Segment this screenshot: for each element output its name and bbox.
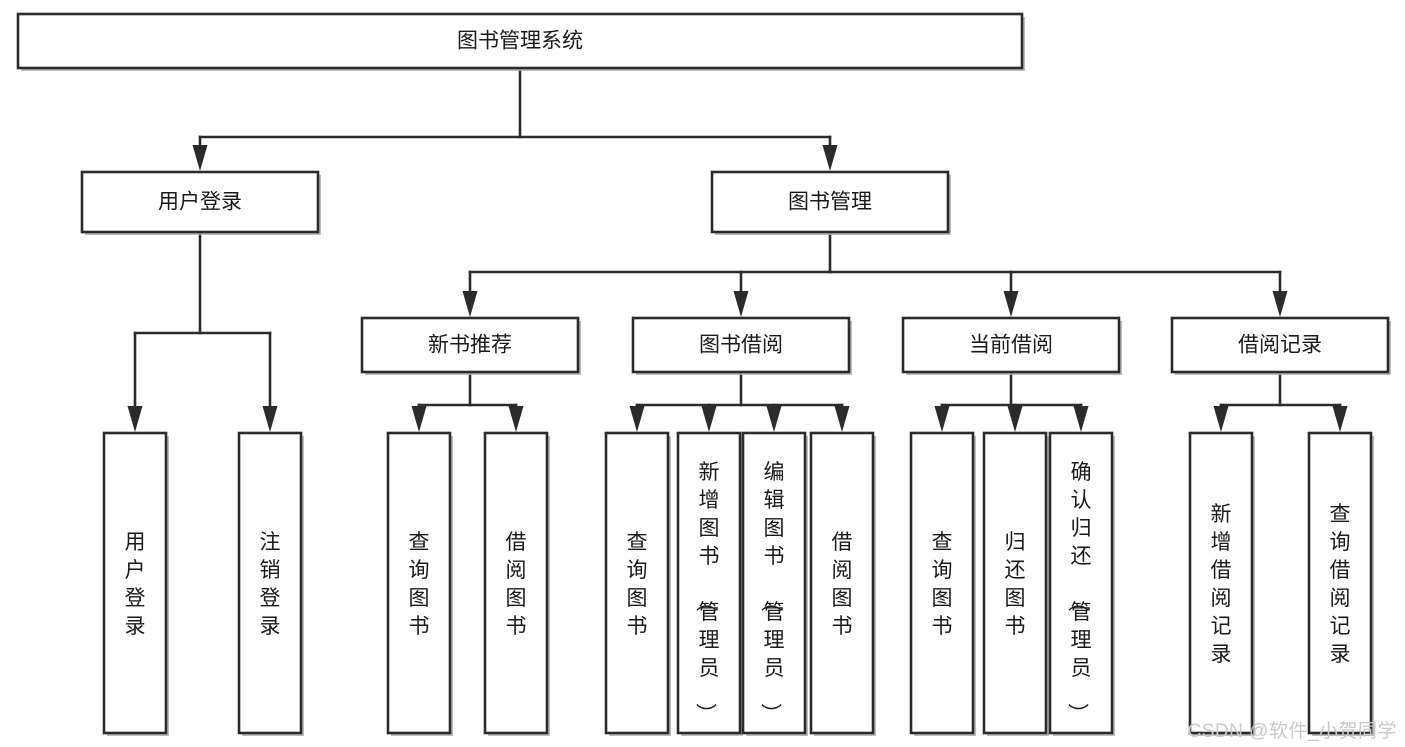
node-label: 归还图书: [1005, 531, 1026, 638]
node-rect[interactable]: [102, 431, 168, 735]
node-current[interactable]: 当前借阅: [901, 316, 1122, 375]
arrow-head-icon: [1007, 406, 1023, 432]
node-label: 借阅记录: [1238, 334, 1322, 357]
node-label: 用户登录: [158, 191, 242, 214]
node-leaf12[interactable]: 新增借阅记录: [1188, 431, 1255, 736]
node-rect[interactable]: [604, 431, 670, 735]
node-label: 新书推荐: [428, 334, 512, 357]
node-newbook[interactable]: 新书推荐: [360, 316, 581, 375]
node-rect[interactable]: [631, 316, 851, 374]
node-label: 新增图书（管理员）: [694, 461, 720, 724]
arrow-head-icon: [1272, 291, 1288, 317]
arrow-head-icon: [1213, 406, 1229, 432]
node-rect[interactable]: [1048, 431, 1114, 735]
node-rect[interactable]: [80, 170, 320, 234]
node-leaf10[interactable]: 归还图书: [982, 431, 1049, 736]
node-label: 查询图书: [932, 531, 953, 638]
node-rect[interactable]: [1307, 431, 1373, 735]
arrow-head-icon: [1003, 291, 1019, 317]
node-label: 注销登录: [260, 531, 281, 638]
arrow-head-icon: [733, 291, 749, 317]
node-label: 用户登录: [125, 531, 146, 638]
connector-bus-bookmgmt: [462, 230, 1288, 317]
node-leaf2[interactable]: 注销登录: [237, 431, 304, 736]
node-login[interactable]: 用户登录: [80, 170, 321, 235]
node-rect[interactable]: [676, 431, 742, 735]
node-label: 借阅图书: [832, 531, 853, 638]
node-label: 编辑图书（管理员）: [759, 461, 785, 724]
node-leaf5[interactable]: 查询图书: [604, 431, 671, 736]
node-label: 查询图书: [409, 531, 430, 638]
node-root[interactable]: 图书管理系统: [16, 12, 1025, 71]
node-rect[interactable]: [1188, 431, 1254, 735]
arrow-head-icon: [411, 406, 427, 432]
arrow-head-icon: [1073, 406, 1089, 432]
node-leaf13[interactable]: 查询借阅记录: [1307, 431, 1374, 736]
node-rect[interactable]: [386, 431, 452, 735]
connector-bus-newbook: [411, 370, 524, 432]
connector-bus-root: [192, 66, 838, 171]
node-label: 查询借阅记录: [1330, 503, 1351, 666]
node-rect[interactable]: [909, 431, 975, 735]
arrow-head-icon: [766, 406, 782, 432]
node-rect[interactable]: [1170, 316, 1390, 374]
node-leaf7[interactable]: 编辑图书（管理员）: [741, 431, 808, 736]
arrow-head-icon: [629, 406, 645, 432]
node-rect[interactable]: [982, 431, 1048, 735]
arrow-head-icon: [934, 406, 950, 432]
arrow-head-icon: [1332, 406, 1348, 432]
node-leaf11[interactable]: 确认归还（管理员）: [1048, 431, 1115, 736]
node-bookmgmt[interactable]: 图书管理: [710, 170, 951, 235]
node-leaf3[interactable]: 查询图书: [386, 431, 453, 736]
node-layer: 图书管理系统用户登录图书管理新书推荐图书借阅当前借阅借阅记录用户登录注销登录查询…: [16, 12, 1391, 736]
node-label: 图书借阅: [699, 334, 783, 357]
arrow-head-icon: [127, 406, 143, 432]
arrow-head-icon: [834, 406, 850, 432]
node-record[interactable]: 借阅记录: [1170, 316, 1391, 375]
arrow-head-icon: [262, 406, 278, 432]
node-rect[interactable]: [237, 431, 303, 735]
node-label: 图书管理系统: [457, 30, 583, 53]
connector-layer: [127, 66, 1348, 432]
arrow-head-icon: [701, 406, 717, 432]
node-label: 确认归还（管理员）: [1066, 461, 1092, 724]
node-borrow[interactable]: 图书借阅: [631, 316, 852, 375]
node-label: 图书管理: [788, 191, 872, 214]
arrow-head-icon: [192, 145, 208, 171]
node-rect[interactable]: [809, 431, 875, 735]
connector-bus-borrow: [629, 370, 850, 432]
node-leaf6[interactable]: 新增图书（管理员）: [676, 431, 743, 736]
node-label: 当前借阅: [969, 334, 1053, 357]
node-leaf8[interactable]: 借阅图书: [809, 431, 876, 736]
node-label: 查询图书: [627, 531, 648, 638]
node-label: 新增借阅记录: [1211, 503, 1232, 666]
connector-bus-current: [934, 370, 1089, 432]
node-rect[interactable]: [710, 170, 950, 234]
node-leaf9[interactable]: 查询图书: [909, 431, 976, 736]
node-rect[interactable]: [16, 12, 1024, 70]
arrow-head-icon: [462, 291, 478, 317]
node-rect[interactable]: [741, 431, 807, 735]
connector-bus-login: [127, 230, 278, 432]
node-rect[interactable]: [901, 316, 1121, 374]
arrow-head-icon: [508, 406, 524, 432]
node-rect[interactable]: [483, 431, 549, 735]
node-leaf1[interactable]: 用户登录: [102, 431, 169, 736]
node-rect[interactable]: [360, 316, 580, 374]
node-label: 借阅图书: [506, 531, 527, 638]
connector-bus-record: [1213, 370, 1348, 432]
arrow-head-icon: [822, 145, 838, 171]
node-leaf4[interactable]: 借阅图书: [483, 431, 550, 736]
